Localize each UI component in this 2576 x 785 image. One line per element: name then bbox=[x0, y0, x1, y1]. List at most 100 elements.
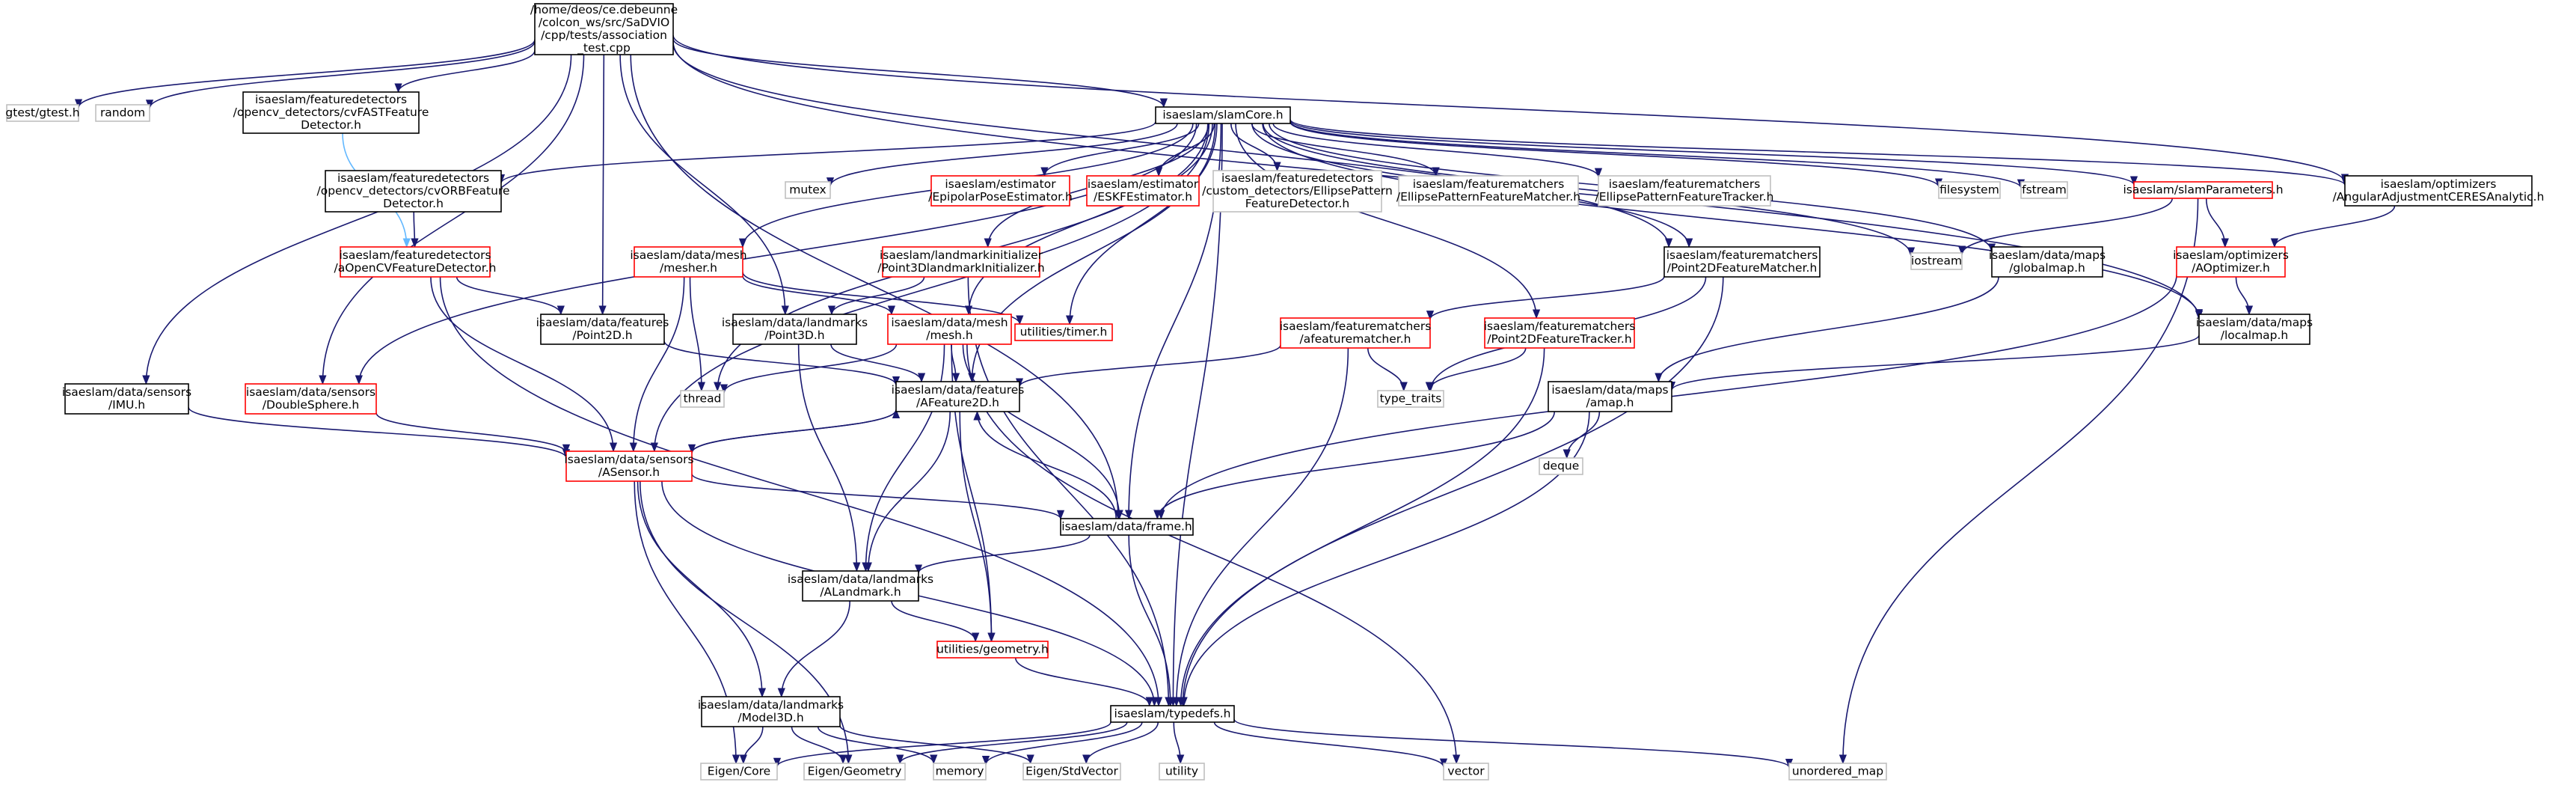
node-label-point2d-1: /Point2D.h bbox=[572, 329, 632, 342]
node-aocv[interactable]: isaeslam/featuredetectors/aOpenCVFeature… bbox=[334, 246, 497, 278]
node-box-ellipsedet bbox=[1212, 170, 1382, 213]
node-box-typedefs bbox=[1110, 705, 1235, 723]
node-imu[interactable]: isaeslam/data/sensors/IMU.h bbox=[62, 383, 191, 415]
edge-typedefs-to-eigenstd bbox=[1082, 721, 1159, 765]
node-eigencore[interactable]: Eigen/Core bbox=[700, 763, 778, 781]
node-box-asensor bbox=[565, 450, 693, 482]
node-label-globalmap-0: isaeslam/data/maps bbox=[1989, 248, 2106, 262]
node-epipolar[interactable]: isaeslam/estimator/EpipolarPoseEstimator… bbox=[928, 175, 1073, 207]
node-model3d[interactable]: isaeslam/data/landmarks/Model3D.h bbox=[698, 696, 844, 727]
node-asensor[interactable]: isaeslam/data/sensors/ASensor.h bbox=[564, 450, 694, 482]
node-lminit[interactable]: isaeslam/landmarkinitializer/Point3Dland… bbox=[877, 246, 1045, 278]
node-box-point2d bbox=[540, 314, 665, 345]
node-label-eskf-1: /ESKFEstimator.h bbox=[1094, 190, 1192, 204]
node-box-lminit bbox=[882, 246, 1040, 278]
node-slamparams[interactable]: isaeslam/slamParameters.h bbox=[2123, 181, 2284, 199]
node-box-slamcore bbox=[1155, 106, 1291, 124]
node-slamcore[interactable]: isaeslam/slamCore.h bbox=[1155, 106, 1291, 124]
node-memory[interactable]: memory bbox=[933, 763, 987, 781]
node-afeature2d[interactable]: isaeslam/data/features/AFeature2D.h bbox=[892, 381, 1025, 412]
node-label-point3d-1: /Point3D.h bbox=[764, 329, 824, 342]
node-label-eskf-0: isaeslam/estimator bbox=[1088, 177, 1199, 191]
node-label-point2dmatcher-1: /Point2DFeatureMatcher.h bbox=[1667, 261, 1818, 275]
node-root[interactable]: /home/deos/ce.debeunne/colcon_ws/src/SaD… bbox=[530, 3, 678, 55]
node-vector[interactable]: vector bbox=[1443, 763, 1489, 781]
node-aoptimizer[interactable]: isaeslam/optimizers/AOptimizer.h bbox=[2173, 246, 2289, 278]
edge-root-to-slamcore bbox=[672, 38, 1168, 109]
edge-slamcore-to-cvorb bbox=[497, 121, 1156, 184]
node-random[interactable]: random bbox=[95, 104, 150, 122]
node-point2dmatcher[interactable]: isaeslam/featurematchers/Point2DFeatureM… bbox=[1663, 246, 1821, 278]
edge-point3d-to-alandmark bbox=[797, 343, 861, 572]
edge-lminit-to-point3d bbox=[827, 276, 925, 316]
edge-mesh-to-alandmark bbox=[862, 343, 945, 572]
node-globalmap[interactable]: isaeslam/data/maps/globalmap.h bbox=[1989, 246, 2106, 278]
edge-typedefs-to-memory bbox=[981, 721, 1143, 766]
edge-globalmap-to-amap bbox=[1655, 276, 1999, 383]
node-mesher[interactable]: isaeslam/data/mesh/mesher.h bbox=[630, 246, 747, 278]
node-angular[interactable]: isaeslam/optimizers/AngularAdjustmentCER… bbox=[2333, 175, 2545, 207]
node-eigenstd[interactable]: Eigen/StdVector bbox=[1022, 763, 1121, 781]
edge-frame-to-alandmark bbox=[914, 534, 1091, 575]
node-label-point2dtracker-1: /Point2DFeatureTracker.h bbox=[1487, 332, 1631, 346]
node-eskf[interactable]: isaeslam/estimator/ESKFEstimator.h bbox=[1086, 175, 1200, 207]
edge-root-to-point2d bbox=[598, 54, 607, 316]
edge-slamcore-to-angular bbox=[1289, 118, 2349, 186]
edge-mesher-to-mesh bbox=[742, 275, 895, 316]
node-timer[interactable]: utilities/timer.h bbox=[1014, 323, 1113, 341]
edge-mesh-to-thread bbox=[720, 343, 898, 394]
edge-slamparams-to-unordered bbox=[1839, 198, 2199, 765]
edge-amap-to-deque bbox=[1563, 411, 1601, 459]
node-unordered[interactable]: unordered_map bbox=[1788, 763, 1887, 781]
edge-typedefs-to-unordered bbox=[1233, 718, 1793, 769]
edge-slamcore-to-point2dtracker bbox=[1235, 123, 1541, 320]
node-frame[interactable]: isaeslam/data/frame.h bbox=[1060, 518, 1194, 536]
node-typetraits[interactable]: type_traits bbox=[1377, 390, 1444, 408]
node-filesystem[interactable]: filesystem bbox=[1938, 181, 2001, 199]
node-label-unordered-0: unordered_map bbox=[1792, 765, 1883, 779]
node-amap[interactable]: isaeslam/data/maps/amap.h bbox=[1548, 381, 1672, 412]
node-label-cvorb-0: isaeslam/featuredetectors bbox=[337, 171, 489, 185]
node-ellipsematch[interactable]: isaeslam/featurematchers/EllipsePatternF… bbox=[1396, 175, 1580, 207]
node-box-iostream bbox=[1910, 252, 1963, 270]
node-ellipsetrack[interactable]: isaeslam/featurematchers/EllipsePatternF… bbox=[1595, 175, 1774, 207]
node-iostream[interactable]: iostream bbox=[1910, 252, 1963, 270]
dependency-edges bbox=[75, 35, 2396, 769]
node-gtest[interactable]: gtest/gtest.h bbox=[5, 104, 80, 122]
node-point2d[interactable]: isaeslam/data/features/Point2D.h bbox=[536, 314, 669, 345]
node-geometry[interactable]: utilities/geometry.h bbox=[936, 641, 1049, 659]
edge-root-to-imu bbox=[142, 54, 572, 385]
edge-model3d-to-eigengeom bbox=[791, 726, 847, 765]
node-mesh[interactable]: isaeslam/data/mesh/mesh.h bbox=[887, 314, 1012, 345]
node-point2dtracker[interactable]: isaeslam/featurematchers/Point2DFeatureT… bbox=[1484, 317, 1636, 349]
edge-afeaturematcher-to-typedefs bbox=[1172, 347, 1349, 707]
node-doublesphere[interactable]: isaeslam/data/sensors/DoubleSphere.h bbox=[245, 383, 377, 415]
node-cvorb[interactable]: isaeslam/featuredetectors/opencv_detecto… bbox=[317, 170, 510, 213]
node-point3d[interactable]: isaeslam/data/landmarks/Point3D.h bbox=[722, 314, 868, 345]
node-afeaturematcher[interactable]: isaeslam/featurematchers/afeaturematcher… bbox=[1280, 317, 1432, 349]
edge-aocv-to-point2d bbox=[456, 276, 565, 316]
node-box-ellipsetrack bbox=[1598, 175, 1771, 207]
node-cvfast[interactable]: isaeslam/featuredetectors/opencv_detecto… bbox=[233, 91, 429, 134]
node-localmap[interactable]: isaeslam/data/maps/localmap.h bbox=[2196, 314, 2313, 345]
node-label-point2dtracker-0: isaeslam/featurematchers bbox=[1484, 320, 1636, 333]
edge-slamcore-to-epipolar bbox=[1040, 123, 1200, 177]
node-box-amap bbox=[1548, 381, 1672, 412]
node-box-cvfast bbox=[242, 91, 420, 134]
node-typedefs[interactable]: isaeslam/typedefs.h bbox=[1110, 705, 1235, 723]
node-label-ellipsematch-0: isaeslam/featurematchers bbox=[1413, 177, 1565, 191]
node-label-typedefs-0: isaeslam/typedefs.h bbox=[1114, 707, 1231, 721]
node-alandmark[interactable]: isaeslam/data/landmarks/ALandmark.h bbox=[788, 570, 933, 602]
edge-slamcore-to-ellipsetrack bbox=[1272, 123, 1602, 178]
edge-slamparams-to-aoptimizer bbox=[2205, 198, 2229, 248]
node-ellipsedet[interactable]: isaeslam/featuredetectors/custom_detecto… bbox=[1202, 170, 1393, 213]
node-fstream[interactable]: fstream bbox=[2020, 181, 2068, 199]
edge-root-to-cvfast bbox=[394, 50, 536, 94]
node-mutex[interactable]: mutex bbox=[785, 181, 831, 199]
node-thread[interactable]: thread bbox=[680, 390, 725, 408]
node-deque[interactable]: deque bbox=[1539, 457, 1583, 475]
node-eigengeom[interactable]: Eigen/Geometry bbox=[803, 763, 906, 781]
node-label-afeature2d-1: /AFeature2D.h bbox=[916, 396, 999, 409]
node-utility[interactable]: utility bbox=[1159, 763, 1205, 781]
